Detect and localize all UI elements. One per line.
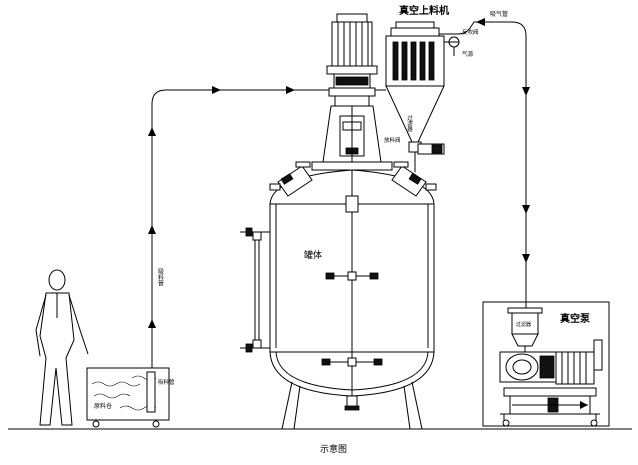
arrow-up-icon <box>148 319 156 328</box>
upper-impeller <box>325 271 379 281</box>
arrow-up-icon <box>148 127 156 136</box>
material-tank-label: 原料仓 <box>94 402 112 410</box>
suction-pipe-top: 吸气管 <box>438 10 530 310</box>
arrow-down-icon <box>522 254 530 263</box>
level-gauge <box>240 227 270 353</box>
arrow-down-icon <box>522 205 530 214</box>
arrow-right-icon <box>212 86 221 94</box>
vacuum-pump-unit: 真空泵 过滤器 <box>482 301 610 427</box>
reactor-tank: 罐体 <box>240 161 437 430</box>
arrow-left-icon <box>476 18 485 26</box>
left-nozzle <box>269 161 313 197</box>
diagram-caption: 示意图 <box>320 443 347 455</box>
filter-label: 过滤器 <box>406 114 413 133</box>
tank-body-label: 罐体 <box>304 249 322 261</box>
lower-impeller <box>321 357 383 367</box>
motor-icon <box>326 13 378 75</box>
vacuum-feeder: 真空上料机 过滤器 反吹阀 气源 放料阀 <box>384 4 479 172</box>
reactor-drive <box>311 13 393 171</box>
air-source-label: 气源 <box>462 50 474 58</box>
filter-cartridges <box>392 41 435 81</box>
motor-icon <box>555 339 603 385</box>
vacuum-feeder-title: 真空上料机 <box>399 4 449 17</box>
arrow-up-icon <box>148 225 156 234</box>
suction-pipe-top-label: 吸气管 <box>490 10 508 18</box>
right-nozzle <box>391 161 437 197</box>
discharge-valve-label: 放料阀 <box>384 136 401 144</box>
vacuum-pump-label: 真空泵 <box>560 312 591 325</box>
blowback-label: 反吹阀 <box>462 28 479 36</box>
feed-pipe-inlet-label: 吸料管 <box>158 378 175 386</box>
suction-pipe-left-label: 吸料管 <box>157 268 164 287</box>
discharge-valve <box>417 143 445 155</box>
material-tank: 原料仓 吸料管 <box>86 367 175 428</box>
person-figure <box>35 269 89 426</box>
arrow-down-icon <box>522 87 530 96</box>
arrow-right-icon <box>286 86 295 94</box>
suction-pipe-left: 吸料管 <box>148 86 386 400</box>
valve-icon <box>444 36 460 56</box>
pump-filter-label: 过滤器 <box>516 321 531 328</box>
